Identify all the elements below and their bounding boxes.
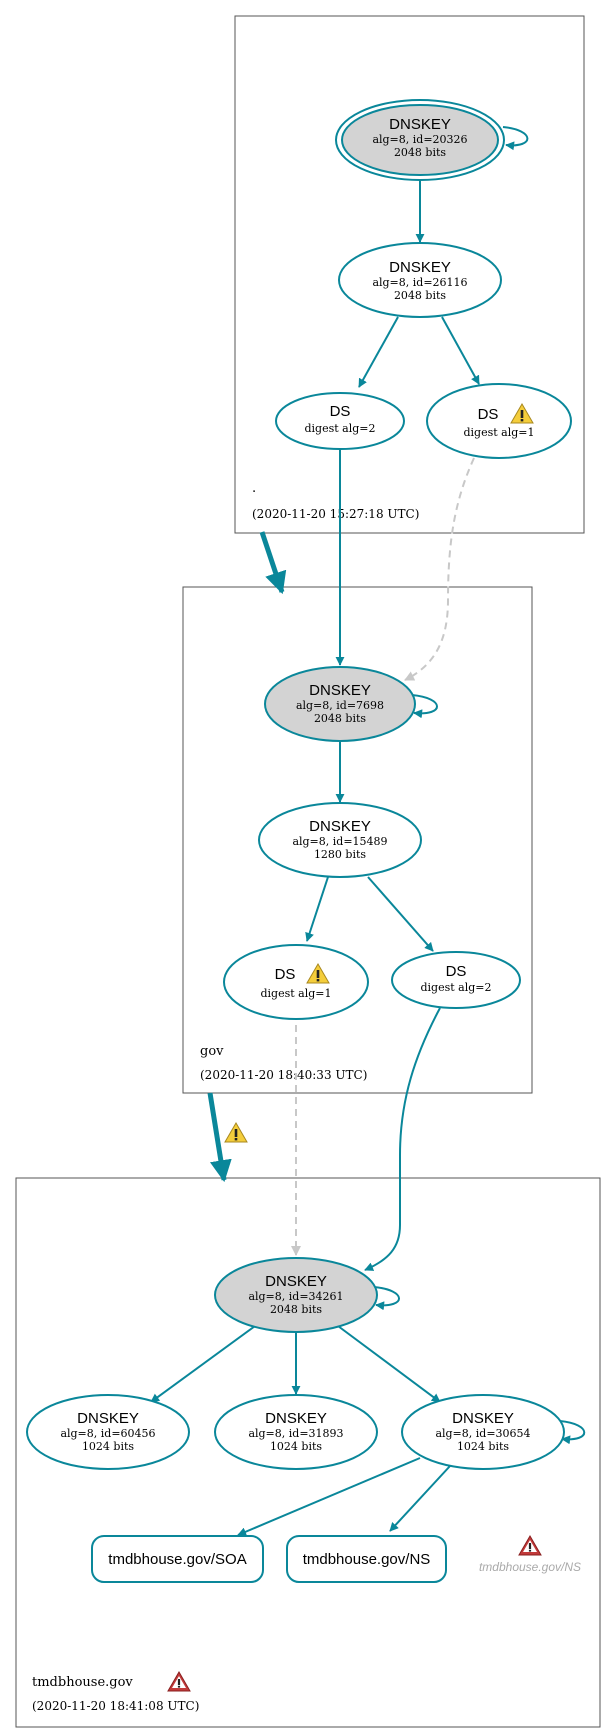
zone-root-name: .	[252, 481, 256, 496]
node-root-zsk-alg: alg=8, id=26116	[372, 276, 467, 289]
zone-root-box	[234, 15, 585, 534]
zone-tmdbhouse-box	[15, 1177, 601, 1728]
node-tmdb-ksk-title: DNSKEY	[265, 1273, 327, 1290]
node-gov-zsk-alg: alg=8, id=15489	[292, 835, 387, 848]
edges	[150, 126, 586, 1536]
warning-triangle-icon	[224, 1122, 248, 1143]
edge-gov-ds2-tmdb-ksk	[364, 1007, 441, 1271]
edge-tmdb-ksk-k1	[150, 1325, 256, 1403]
node-root-ksk-alg: alg=8, id=20326	[372, 133, 467, 146]
node-tmdb-key-31893-alg: alg=8, id=31893	[248, 1427, 343, 1440]
edge-root-ds1-gov-ksk-dashed	[404, 457, 475, 681]
edge-gov-zsk-ds1	[305, 876, 329, 942]
node-gov-ksk[interactable]: DNSKEY alg=8, id=7698 2048 bits	[264, 666, 416, 742]
node-gov-ds-alg1[interactable]: DS digest alg=1	[223, 944, 369, 1020]
error-triangle-icon	[518, 1535, 542, 1556]
node-root-ds-alg2-digest: digest alg=2	[304, 422, 375, 435]
edge-tmdb-k3-ns	[389, 1465, 451, 1532]
zone-root: . (2020-11-20 15:27:18 UTC)	[234, 15, 585, 534]
node-root-ds-alg1-title: DS	[478, 406, 499, 423]
node-gov-ksk-bits: 2048 bits	[314, 712, 366, 725]
edge-tmdb-ksk-k3	[337, 1325, 441, 1403]
edge-root-zsk-ds1	[441, 316, 480, 385]
node-root-ksk-title: DNSKEY	[389, 116, 451, 133]
node-tmdb-key-31893-bits: 1024 bits	[270, 1440, 322, 1453]
record-ns-label: tmdbhouse.gov/NS	[303, 1551, 431, 1568]
edge-gov-zsk-ds2	[367, 876, 434, 952]
node-gov-zsk-title: DNSKEY	[309, 818, 371, 835]
edge-root-ksk-self	[502, 126, 529, 151]
edge-gov-ksk-self	[411, 694, 438, 719]
node-tmdb-ksk[interactable]: DNSKEY alg=8, id=34261 2048 bits	[214, 1257, 378, 1333]
zone-root-timestamp: (2020-11-20 15:27:18 UTC)	[252, 507, 419, 521]
zone-gov: gov (2020-11-20 18:40:33 UTC)	[182, 586, 533, 1094]
edge-delegation-root-gov	[259, 531, 287, 595]
record-soa-label: tmdbhouse.gov/SOA	[108, 1551, 246, 1568]
node-tmdb-key-30654[interactable]: DNSKEY alg=8, id=30654 1024 bits	[401, 1394, 565, 1470]
node-root-ds-alg1[interactable]: DS digest alg=1	[426, 383, 572, 459]
edge-root-zsk-ds2	[358, 316, 399, 388]
node-root-ds-alg2-title: DS	[330, 403, 351, 420]
node-root-ds-alg1-digest: digest alg=1	[463, 426, 534, 439]
zone-tmdbhouse-name: tmdbhouse.gov	[32, 1675, 133, 1690]
zone-gov-name: gov	[200, 1044, 224, 1059]
node-gov-ds-alg1-title: DS	[275, 966, 296, 983]
record-soa[interactable]: tmdbhouse.gov/SOA	[91, 1535, 264, 1583]
node-tmdb-key-31893-title: DNSKEY	[265, 1410, 327, 1427]
node-tmdb-ksk-alg: alg=8, id=34261	[248, 1290, 343, 1303]
node-gov-ds-alg2-digest: digest alg=2	[420, 981, 491, 994]
edge-tmdb-k3-soa	[237, 1457, 421, 1536]
node-tmdb-key-30654-alg: alg=8, id=30654	[435, 1427, 530, 1440]
edge-delegation-gov-tmdb	[207, 1092, 232, 1183]
node-gov-ksk-alg: alg=8, id=7698	[296, 699, 384, 712]
node-tmdb-key-60456-title: DNSKEY	[77, 1410, 139, 1427]
edge-tmdb-ksk-self	[373, 1286, 400, 1311]
node-tmdb-key-30654-bits: 1024 bits	[457, 1440, 509, 1453]
node-root-ksk-bits: 2048 bits	[394, 146, 446, 159]
zone-gov-box	[182, 586, 533, 1094]
zone-gov-timestamp: (2020-11-20 18:40:33 UTC)	[200, 1068, 367, 1082]
error-triangle-icon	[167, 1671, 191, 1692]
node-tmdb-ksk-bits: 2048 bits	[270, 1303, 322, 1316]
node-root-ds-alg2[interactable]: DS digest alg=2	[275, 392, 405, 450]
node-root-ksk[interactable]: DNSKEY alg=8, id=20326 2048 bits	[335, 99, 505, 181]
node-tmdb-key-31893[interactable]: DNSKEY alg=8, id=31893 1024 bits	[214, 1394, 378, 1470]
zone-tmdbhouse-timestamp: (2020-11-20 18:41:08 UTC)	[32, 1699, 199, 1713]
node-gov-ds-alg2-title: DS	[446, 963, 467, 980]
record-ns[interactable]: tmdbhouse.gov/NS	[286, 1535, 447, 1583]
node-gov-ksk-title: DNSKEY	[309, 682, 371, 699]
node-tmdb-key-60456-bits: 1024 bits	[82, 1440, 134, 1453]
edge-tmdb-k3-self	[559, 1420, 586, 1445]
record-ns-faded-label: tmdbhouse.gov/NS	[479, 1560, 581, 1574]
node-root-zsk-bits: 2048 bits	[394, 289, 446, 302]
node-root-zsk[interactable]: DNSKEY alg=8, id=26116 2048 bits	[338, 242, 502, 318]
node-root-zsk-title: DNSKEY	[389, 259, 451, 276]
record-ns-error[interactable]: tmdbhouse.gov/NS	[479, 1535, 581, 1574]
node-gov-ds-alg1-digest: digest alg=1	[260, 987, 331, 1000]
node-gov-zsk-bits: 1280 bits	[314, 848, 366, 861]
node-gov-ds-alg2[interactable]: DS digest alg=2	[391, 951, 521, 1009]
node-tmdb-key-60456[interactable]: DNSKEY alg=8, id=60456 1024 bits	[26, 1394, 190, 1470]
node-tmdb-key-30654-title: DNSKEY	[452, 1410, 514, 1427]
node-gov-zsk[interactable]: DNSKEY alg=8, id=15489 1280 bits	[258, 802, 422, 878]
zone-tmdbhouse: tmdbhouse.gov (2020-11-20 18:41:08 UTC)	[15, 1177, 601, 1728]
node-tmdb-key-60456-alg: alg=8, id=60456	[60, 1427, 155, 1440]
